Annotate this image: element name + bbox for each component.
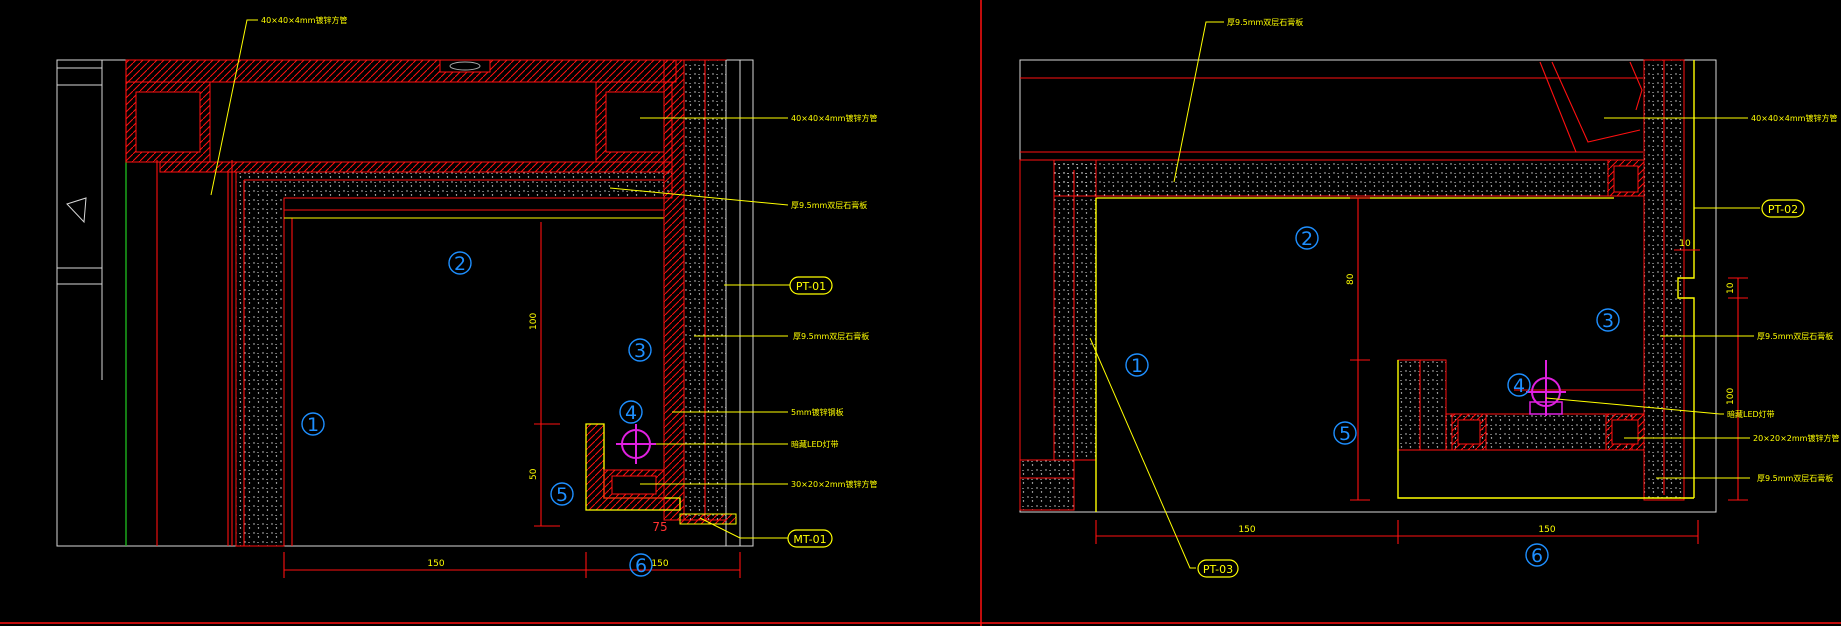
right-dim-100: 100 (1726, 388, 1736, 405)
left-marker-6: 6 (629, 553, 653, 577)
svg-text:1: 1 (1131, 355, 1143, 377)
svg-text:3: 3 (1602, 310, 1614, 332)
right-marker-4: 4 (1507, 373, 1531, 397)
left-ann-led: 暗藏LED灯带 (791, 439, 839, 449)
right-marker-3: 3 (1596, 308, 1620, 332)
right-tag-pt02: PT-02 (1768, 203, 1798, 216)
right-dim-150-a: 150 (1238, 525, 1255, 535)
svg-text:4: 4 (625, 402, 637, 424)
right-dim-150-b: 150 (1538, 525, 1555, 535)
right-detail: 80 100 10 10 150 150 厚9.5mm双层石膏板 40×40×4… (1019, 17, 1839, 578)
svg-text:6: 6 (635, 555, 647, 577)
right-marker-1: 1 (1125, 353, 1149, 377)
left-dim-50: 50 (529, 468, 539, 480)
svg-text:6: 6 (1531, 545, 1543, 567)
right-marker-6: 6 (1525, 543, 1549, 567)
right-ann-led: 暗藏LED灯带 (1727, 409, 1775, 419)
left-dim-150-a: 150 (427, 559, 444, 569)
right-marker-2: 2 (1295, 226, 1319, 250)
left-ann-tube-top: 40×40×4mm镀锌方管 (261, 15, 347, 25)
left-marker-1: 1 (301, 412, 325, 436)
left-dim-100: 100 (529, 313, 539, 330)
right-ann-tube: 40×40×4mm镀锌方管 (1751, 113, 1837, 123)
left-dim-150-b: 150 (651, 559, 668, 569)
left-detail: 100 50 150 150 75 40×40×4mm镀锌方管 40×40×4m… (56, 15, 877, 578)
right-dim-10-h: 10 (1679, 239, 1691, 249)
right-ann-gypsum: 厚9.5mm双层石膏板 (1757, 331, 1833, 341)
left-tag-mt01: MT-01 (793, 533, 826, 546)
right-dim-10-v: 10 (1726, 282, 1736, 294)
left-marker-3: 3 (628, 338, 652, 362)
left-ann-steel-plate: 5mm镀锌钢板 (791, 407, 844, 417)
right-ann-gypsum-top: 厚9.5mm双层石膏板 (1227, 17, 1303, 27)
right-ann-tube-small: 20×20×2mm镀锌方管 (1753, 433, 1839, 443)
left-tag-pt01: PT-01 (796, 280, 826, 293)
svg-text:2: 2 (454, 253, 466, 275)
left-marker-2: 2 (448, 251, 472, 275)
right-tag-pt03: PT-03 (1203, 563, 1233, 576)
right-marker-5: 5 (1333, 421, 1357, 445)
left-ann-tube-small: 30×20×2mm镀锌方管 (791, 479, 877, 489)
left-ann-tube: 40×40×4mm镀锌方管 (791, 113, 877, 123)
right-dim-80: 80 (1346, 273, 1356, 285)
right-ann-gypsum-bottom: 厚9.5mm双层石膏板 (1757, 473, 1833, 483)
svg-text:4: 4 (1513, 375, 1525, 397)
left-marker-4: 4 (619, 400, 643, 424)
left-marker-5: 5 (550, 482, 574, 506)
left-ann-gypsum-2: 厚9.5mm双层石膏板 (793, 331, 869, 341)
left-ann-gypsum-1: 厚9.5mm双层石膏板 (791, 200, 867, 210)
svg-text:2: 2 (1301, 228, 1313, 250)
left-dim-75: 75 (652, 520, 667, 534)
svg-text:3: 3 (634, 340, 646, 362)
svg-text:5: 5 (1339, 423, 1351, 445)
svg-text:1: 1 (307, 414, 319, 436)
svg-text:5: 5 (556, 484, 568, 506)
